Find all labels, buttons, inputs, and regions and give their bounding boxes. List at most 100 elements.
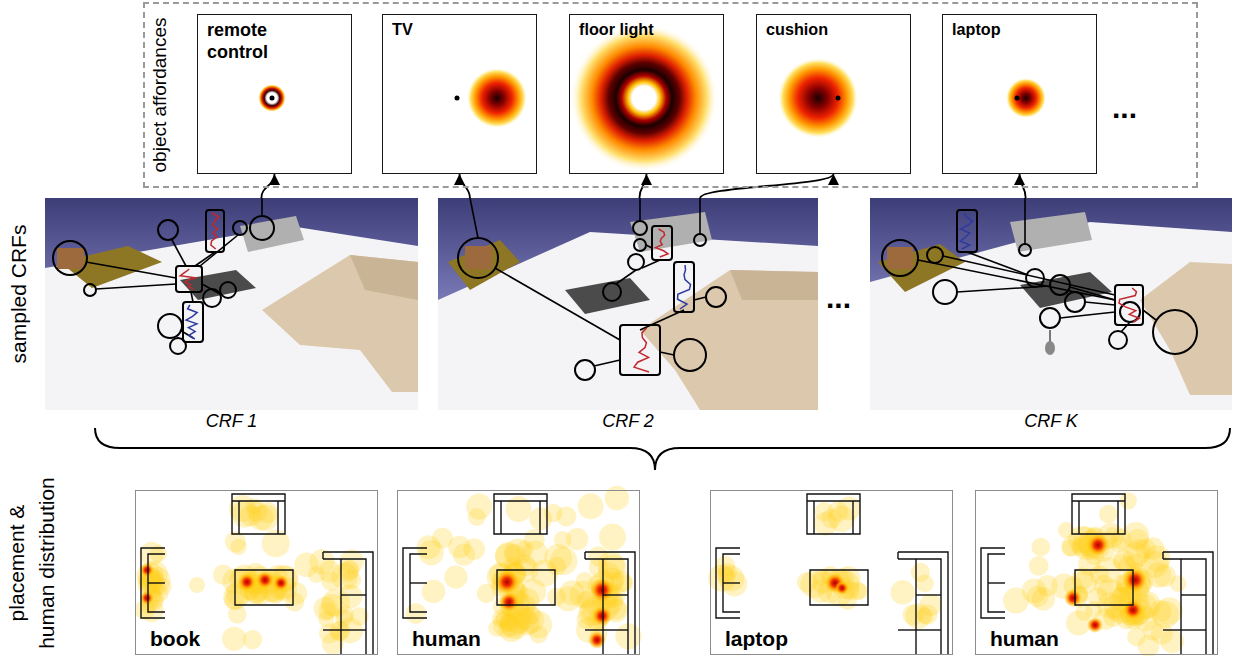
furniture-outline — [584, 552, 585, 559]
object-dot — [455, 96, 460, 101]
furniture-outline — [340, 559, 341, 654]
heat-sample — [189, 577, 205, 593]
heat-peak — [256, 571, 274, 589]
gray-sofa — [1010, 212, 1092, 252]
object-node-circle — [158, 220, 178, 240]
human-node-box — [206, 210, 224, 252]
furniture-outline — [807, 500, 860, 501]
heat-peak — [592, 606, 612, 626]
heat-sample — [405, 603, 426, 624]
row-label: sampled CRFs — [6, 196, 31, 392]
furniture-outline — [602, 559, 603, 654]
crf-edge-line — [96, 284, 176, 289]
crf-panel: CRF 2 — [438, 198, 818, 434]
furniture-outline — [410, 582, 427, 583]
furniture-outline — [232, 500, 285, 501]
object-node-circle — [250, 216, 274, 240]
human-node-box — [620, 325, 660, 375]
furniture-outline — [497, 570, 555, 605]
crf-edge-line — [660, 352, 674, 355]
label-holder: sampled CRFs — [6, 196, 202, 221]
furniture-outline — [1163, 559, 1206, 654]
affordance-panel: remote control — [197, 14, 352, 174]
human-node-box — [176, 266, 202, 292]
furniture-outline — [410, 554, 427, 612]
object-node-circle — [1026, 269, 1044, 287]
panel-label: human — [976, 627, 1059, 654]
human-pose-trace — [211, 213, 219, 249]
object-node-circle — [882, 240, 918, 276]
connector-arrow — [460, 174, 470, 198]
object-node-circle — [1050, 275, 1070, 295]
connector-arrow — [1020, 174, 1026, 198]
furniture-outline — [494, 494, 547, 534]
heat-sample — [1110, 529, 1131, 550]
human-pose-trace — [678, 265, 691, 309]
picture — [57, 248, 84, 269]
coffee-table — [565, 278, 650, 314]
furniture-outline — [539, 501, 540, 534]
human-pose-trace — [634, 328, 649, 372]
furniture-outline — [585, 629, 603, 630]
scene-sky — [870, 198, 1232, 410]
human-node-box — [1115, 285, 1143, 325]
furniture-outline — [1075, 570, 1133, 605]
picture — [887, 247, 913, 269]
crf-graph — [53, 198, 274, 354]
floor-plan — [135, 494, 373, 655]
furniture-outline — [235, 570, 293, 605]
panel-label: cushion — [757, 15, 910, 39]
object-node-circle — [203, 289, 221, 307]
heat-sample — [837, 497, 861, 521]
connector-arrow — [639, 174, 646, 198]
furniture-outline — [1078, 501, 1079, 534]
crf-edge-line — [261, 198, 263, 216]
distribution-panel: human — [975, 490, 1218, 655]
furniture-outline — [148, 582, 165, 583]
crf-edge-line — [191, 292, 193, 302]
furniture-outline — [723, 582, 740, 583]
crf-edge-line — [639, 198, 641, 221]
heat-peak — [835, 581, 849, 595]
curly-brace — [95, 428, 1230, 470]
ellipsis: ... — [826, 280, 851, 316]
heat-sample — [1076, 604, 1093, 621]
heat-blob — [1006, 78, 1046, 118]
heat-sample — [599, 523, 626, 550]
beige-sofa — [640, 270, 818, 410]
furniture-outline — [1163, 629, 1181, 630]
heat-sample — [578, 493, 604, 519]
heat-sample — [230, 539, 247, 556]
crf-panel: CRF K — [870, 198, 1232, 434]
heat-peak — [499, 592, 519, 612]
furniture-outline — [238, 501, 239, 534]
heat-sample — [213, 564, 233, 584]
furniture-outline — [988, 582, 1005, 583]
affordance-heatmaps — [258, 24, 1046, 172]
furniture-outline — [813, 501, 814, 534]
object-node-circle — [628, 254, 644, 270]
scene-floor — [438, 232, 818, 410]
human-pose-trace — [186, 305, 197, 339]
heat-sample — [294, 552, 319, 577]
heat-sample — [911, 563, 930, 582]
furniture-outline — [585, 552, 635, 654]
furniture-outline — [341, 629, 366, 630]
panel-label: human — [398, 627, 481, 654]
panel-label: CRF 1 — [202, 409, 262, 434]
human-node-box — [183, 302, 203, 342]
human-pose-trace — [180, 269, 196, 289]
furniture-outline — [1163, 552, 1213, 654]
heat-peak — [140, 563, 154, 577]
heat-peak — [1087, 617, 1103, 633]
crf-edge-line — [495, 268, 620, 340]
object-node-circle — [220, 282, 236, 298]
heat-sample — [228, 605, 246, 623]
heat-sample — [525, 611, 552, 638]
furniture-outline — [603, 594, 628, 595]
object-node-circle — [158, 314, 182, 338]
heat-sample — [285, 593, 304, 612]
label-holder: ... — [1112, 90, 1137, 126]
crf-edge-line — [694, 297, 706, 300]
object-dot — [1015, 96, 1020, 101]
